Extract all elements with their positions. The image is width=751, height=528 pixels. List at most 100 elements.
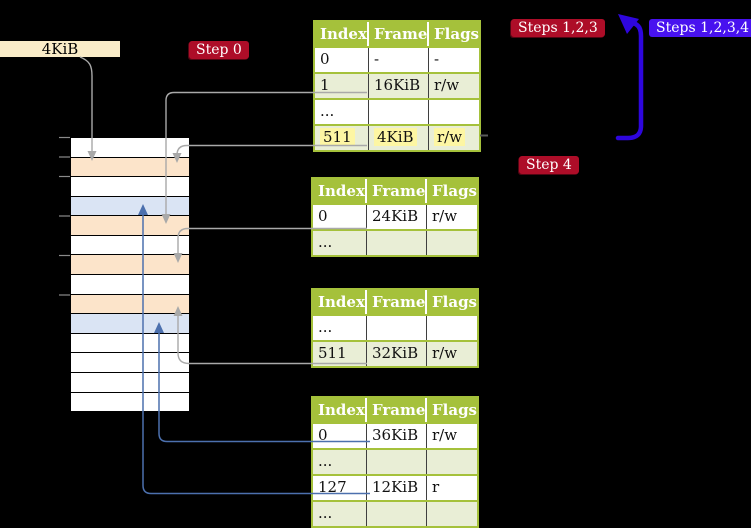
table-row: ... (313, 448, 477, 474)
frame-size-label: 4KiB (41, 40, 79, 58)
table-cell (427, 231, 477, 255)
cell-text: r/w (432, 207, 458, 225)
table-cell: - (429, 48, 479, 72)
table-row: 511 32KiB r/w (313, 340, 477, 366)
table-cell: r/w (429, 126, 479, 150)
column-header-index: Index (315, 22, 369, 46)
memory-frame-row (71, 391, 189, 412)
table-row: ... (313, 314, 477, 340)
column-header-frame: Frame (367, 398, 427, 422)
table-cell: 127 (313, 476, 367, 500)
table-cell (367, 450, 427, 474)
table-cell: r/w (427, 424, 477, 448)
label-steps-1-2-3: Steps 1,2,3 (511, 19, 605, 37)
cell-text: ... (318, 452, 333, 470)
table-cell: 1 (315, 74, 369, 98)
cell-text: 12KiB (372, 478, 419, 496)
cell-text: 24KiB (372, 207, 419, 225)
table-row: 511 4KiB r/w (315, 124, 479, 150)
table-cell: ... (313, 231, 367, 255)
column-header-frame: Frame (367, 290, 427, 314)
memory-frame-row (71, 156, 189, 177)
table-cell: 12KiB (367, 476, 427, 500)
cell-text: ... (320, 102, 335, 120)
memory-frame-row (71, 234, 189, 255)
memory-frame-row (71, 293, 189, 314)
column-header-flags: Flags (432, 293, 477, 311)
table-row: ... (313, 500, 477, 526)
column-header-flags: Flags (432, 182, 477, 200)
memory-frame-row (71, 138, 189, 157)
memory-frame-row (71, 195, 189, 216)
memory-frame-row (71, 176, 189, 196)
cell-text: 511 (320, 128, 355, 146)
column-header-index: Index (313, 179, 367, 203)
table-cell: 0 (315, 48, 369, 72)
table-cell (367, 231, 427, 255)
table-cell: 32KiB (367, 342, 427, 366)
table-cell: r/w (427, 205, 477, 229)
cell-text: - (374, 50, 380, 68)
cell-text: r/w (434, 128, 466, 146)
table-cell: 36KiB (367, 424, 427, 448)
table-cell: r/w (427, 342, 477, 366)
table-cell: 511 (315, 126, 369, 150)
cell-text: 36KiB (372, 426, 419, 444)
memory-frame-row (71, 371, 189, 392)
cell-text: - (434, 50, 440, 68)
table-cell: 511 (313, 342, 367, 366)
memory-address-ticks (59, 136, 70, 296)
cell-text: 511 (318, 344, 347, 362)
table-cell: ... (315, 100, 369, 124)
cell-text: 0 (320, 50, 330, 68)
table-row: 0 24KiB r/w (313, 203, 477, 229)
cell-text: ... (318, 233, 333, 251)
table-row: 127 12KiB r (313, 474, 477, 500)
memory-frame-row (71, 254, 189, 275)
table-row: ... (313, 229, 477, 255)
cell-text: ... (318, 504, 333, 522)
cell-text: 0 (318, 426, 328, 444)
table-row: 0 36KiB r/w (313, 422, 477, 448)
table-cell (369, 100, 429, 124)
table-cell: 0 (313, 424, 367, 448)
memory-frame-row (71, 215, 189, 235)
table-cell: ... (313, 450, 367, 474)
frame-size-box: 4KiB (0, 41, 120, 57)
label-step4: Step 4 (519, 156, 579, 174)
column-header-frame: Frame (367, 179, 427, 203)
memory-frame-row (71, 313, 189, 333)
column-header-flags: Flags (434, 25, 479, 43)
table-cell: 4KiB (369, 126, 429, 150)
column-header-frame: Frame (369, 22, 429, 46)
table-cell (427, 450, 477, 474)
label-steps-1-2-3-4: Steps 1,2,3,4 (649, 19, 751, 37)
cell-text: 16KiB (374, 76, 421, 94)
memory-frame-row (71, 352, 189, 372)
cell-text: 32KiB (372, 344, 419, 362)
cell-text: 4KiB (374, 128, 417, 146)
physical-memory-column (70, 137, 190, 412)
table-cell: ... (313, 502, 367, 526)
table-cell: 16KiB (369, 74, 429, 98)
table-cell (427, 502, 477, 526)
table-row: 0 - - (315, 46, 479, 72)
cell-text: r/w (432, 426, 458, 444)
label-step0: Step 0 (189, 41, 249, 59)
table-cell (429, 100, 479, 124)
cell-text: r (432, 478, 440, 496)
table-cell: - (369, 48, 429, 72)
column-header-index: Index (313, 290, 367, 314)
table-cell: 0 (313, 205, 367, 229)
cell-text: 0 (318, 207, 328, 225)
cell-text: r/w (432, 344, 458, 362)
cell-text: ... (318, 318, 333, 336)
